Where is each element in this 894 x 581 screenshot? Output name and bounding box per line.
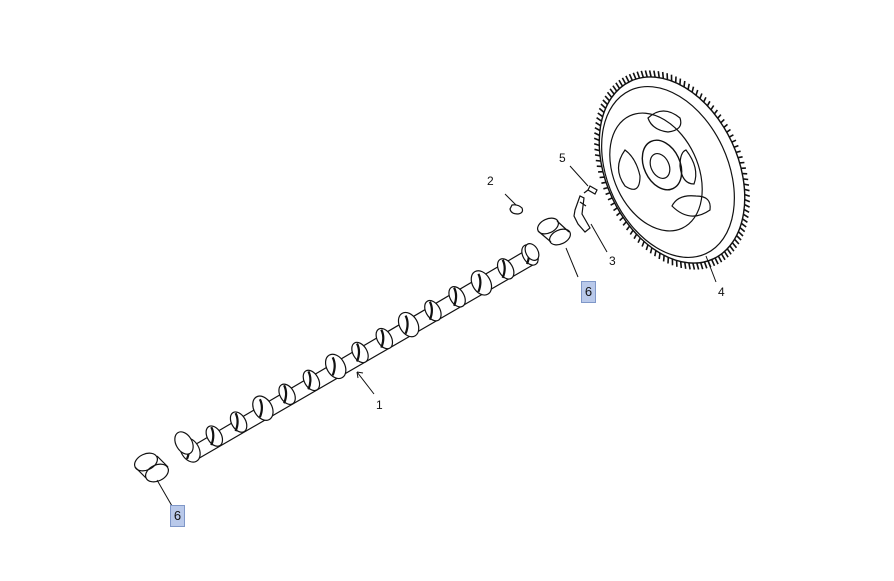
gear-4 — [593, 70, 751, 270]
callout-5: 5 — [559, 151, 566, 165]
bolt-5 — [583, 185, 598, 195]
callout-4: 4 — [718, 285, 725, 299]
leader-lines — [156, 165, 717, 507]
callout-6-lower-link[interactable]: 6 — [170, 505, 185, 527]
gear-teeth — [593, 70, 751, 270]
callout-2: 2 — [487, 174, 494, 188]
callout-6-upper-link[interactable]: 6 — [581, 281, 596, 303]
bushing-6-upper — [537, 217, 571, 246]
key-2 — [509, 204, 524, 215]
camshaft-1 — [174, 243, 540, 463]
thrust-plate-3 — [573, 195, 591, 233]
bushing-6-lower — [134, 452, 169, 483]
callout-3: 3 — [609, 254, 616, 268]
callout-1: 1 — [376, 398, 383, 412]
